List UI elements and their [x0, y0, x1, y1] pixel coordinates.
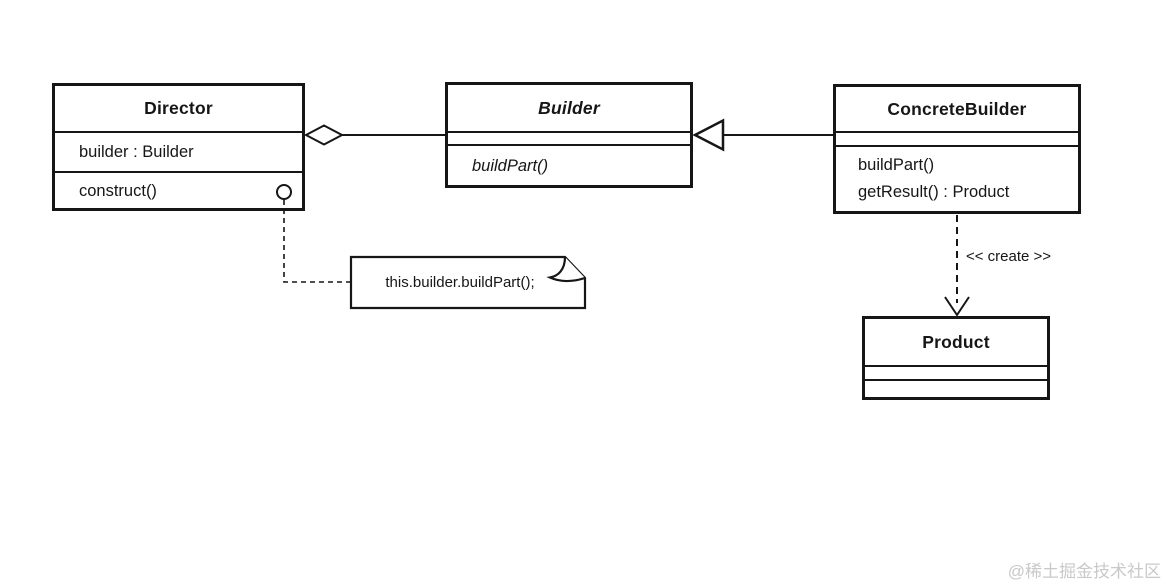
note-anchor-dashed-line [283, 200, 350, 283]
note-text: this.builder.buildPart(); [385, 273, 535, 291]
watermark-text: @稀土掘金技术社区 [1007, 562, 1161, 581]
aggregation-diamond-icon [303, 124, 345, 146]
concrete-builder-method: buildPart() [858, 156, 935, 174]
class-box-concrete-builder: ConcreteBuilder buildPart() getResult() … [833, 84, 1081, 214]
class-title-director: Director [55, 86, 302, 133]
concrete-builder-attributes-compartment [836, 133, 1078, 147]
product-methods-compartment [865, 381, 1047, 397]
director-attributes-compartment: builder : Builder [55, 133, 302, 173]
concrete-builder-methods-compartment: buildPart() getResult() : Product [836, 147, 1078, 211]
builder-attributes-compartment [448, 133, 690, 146]
concrete-builder-method: getResult() : Product [858, 183, 1010, 201]
inheritance-triangle-icon [692, 118, 725, 152]
director-method: construct() [79, 181, 157, 200]
class-title-concrete-builder: ConcreteBuilder [836, 87, 1078, 133]
director-attribute: builder : Builder [79, 143, 194, 161]
builder-method: buildPart() [472, 156, 549, 175]
class-box-builder: Builder buildPart() [445, 82, 693, 188]
builder-methods-compartment: buildPart() [448, 146, 690, 185]
class-box-director: Director builder : Builder construct() [52, 83, 305, 211]
class-title-builder: Builder [448, 85, 690, 133]
director-methods-compartment: construct() [55, 173, 302, 208]
open-arrowhead-icon [944, 296, 970, 317]
class-title-product: Product [865, 319, 1047, 367]
product-attributes-compartment [865, 367, 1047, 381]
class-box-product: Product [862, 316, 1050, 400]
create-stereotype-label: << create >> [966, 248, 1052, 265]
